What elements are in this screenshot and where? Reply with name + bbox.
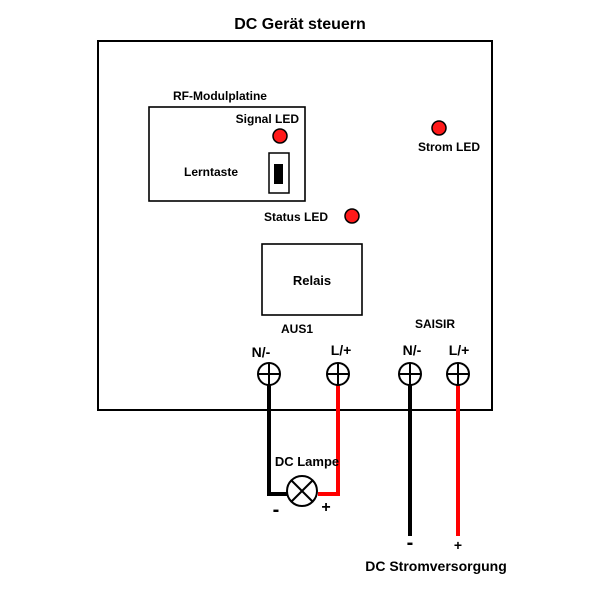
power-led [431, 120, 447, 136]
relay-label: Relais [293, 273, 331, 288]
status-led [344, 208, 360, 224]
signal-led-label: Signal LED [236, 112, 300, 126]
output-pos-terminal-icon[interactable] [326, 362, 350, 386]
lamp-negative-wire [267, 374, 287, 496]
lamp-minus-sign: - [273, 499, 280, 521]
output-neg-label: N/- [252, 344, 271, 360]
signal-led [272, 128, 288, 144]
input-neg-label: N/- [403, 342, 422, 358]
rf-module-label: RF-Modulplatine [173, 89, 267, 103]
supply-label: DC Stromversorgung [365, 558, 507, 574]
lamp-plus-sign: + [321, 499, 330, 516]
lamp-positive-wire [318, 374, 340, 496]
supply-plus-sign: + [454, 537, 462, 553]
output-pos-label: L/+ [331, 342, 352, 358]
rf-module-board [148, 106, 306, 202]
output-neg-terminal-icon[interactable] [257, 362, 281, 386]
diagram-title: DC Gerät steuern [234, 16, 366, 33]
learn-button[interactable] [268, 152, 290, 194]
lamp-icon [286, 475, 318, 507]
power-led-label: Strom LED [418, 140, 480, 154]
device-enclosure [97, 40, 493, 411]
relay-box [261, 243, 363, 316]
learn-button-label: Lerntaste [184, 165, 238, 179]
output-block-label: AUS1 [281, 322, 313, 336]
input-pos-terminal-icon[interactable] [446, 362, 470, 386]
supply-minus-sign: - [407, 532, 414, 554]
input-neg-terminal-icon[interactable] [398, 362, 422, 386]
status-led-label: Status LED [264, 210, 328, 224]
lamp-label: DC Lampe [275, 454, 339, 469]
input-pos-label: L/+ [449, 342, 470, 358]
input-block-label: SAISIR [415, 317, 455, 331]
